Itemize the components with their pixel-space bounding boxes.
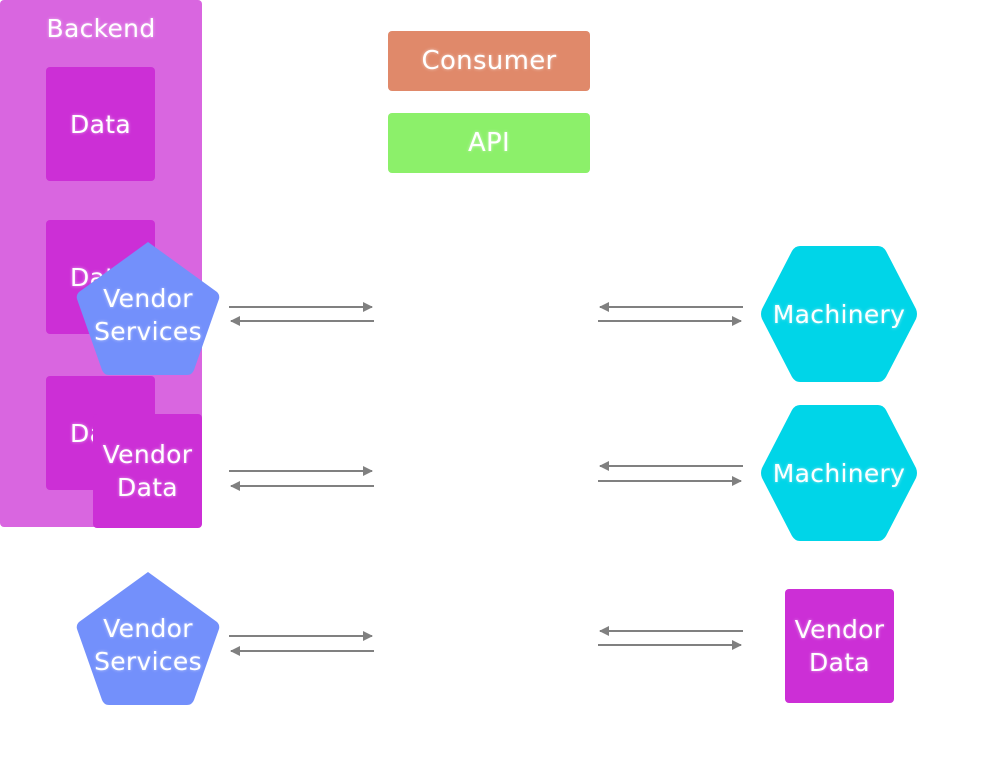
vendor-data-line1: Vendor — [794, 615, 885, 644]
backend-data-box-1: Data — [46, 67, 155, 181]
pentagon-shape — [76, 572, 220, 705]
vendor-services-line1: Vendor — [103, 614, 193, 643]
hexagon-shape — [761, 246, 917, 382]
api-node: API — [388, 113, 590, 173]
machinery-label-2: Machinery — [772, 458, 906, 488]
pentagon-shape — [76, 242, 220, 375]
machinery-node-1: Machinery — [758, 243, 920, 385]
hexagon-shape — [761, 405, 917, 541]
vendor-services-line2: Services — [94, 317, 202, 346]
vendor-services-node-1: Vendor Services — [74, 238, 222, 378]
vendor-services-label-2: Vendor Services — [74, 568, 222, 708]
vendor-services-line2: Services — [94, 647, 202, 676]
vendor-data-line2: Data — [117, 473, 178, 502]
vendor-data-node-left: Vendor Data — [93, 414, 202, 528]
machinery-label-1: Machinery — [772, 299, 906, 329]
consumer-node: Consumer — [388, 31, 590, 91]
consumer-label: Consumer — [421, 46, 557, 76]
vendor-data-line1: Vendor — [102, 440, 193, 469]
vendor-data-line2: Data — [809, 648, 870, 677]
vendor-services-label-1: Vendor Services — [74, 238, 222, 378]
backend-title: Backend — [46, 14, 156, 43]
vendor-services-line1: Vendor — [103, 284, 193, 313]
vendor-services-node-2: Vendor Services — [74, 568, 222, 708]
machinery-node-2: Machinery — [758, 402, 920, 544]
api-label: API — [467, 128, 511, 158]
data-label-1: Data — [70, 109, 131, 139]
vendor-data-node-right: Vendor Data — [785, 589, 894, 703]
